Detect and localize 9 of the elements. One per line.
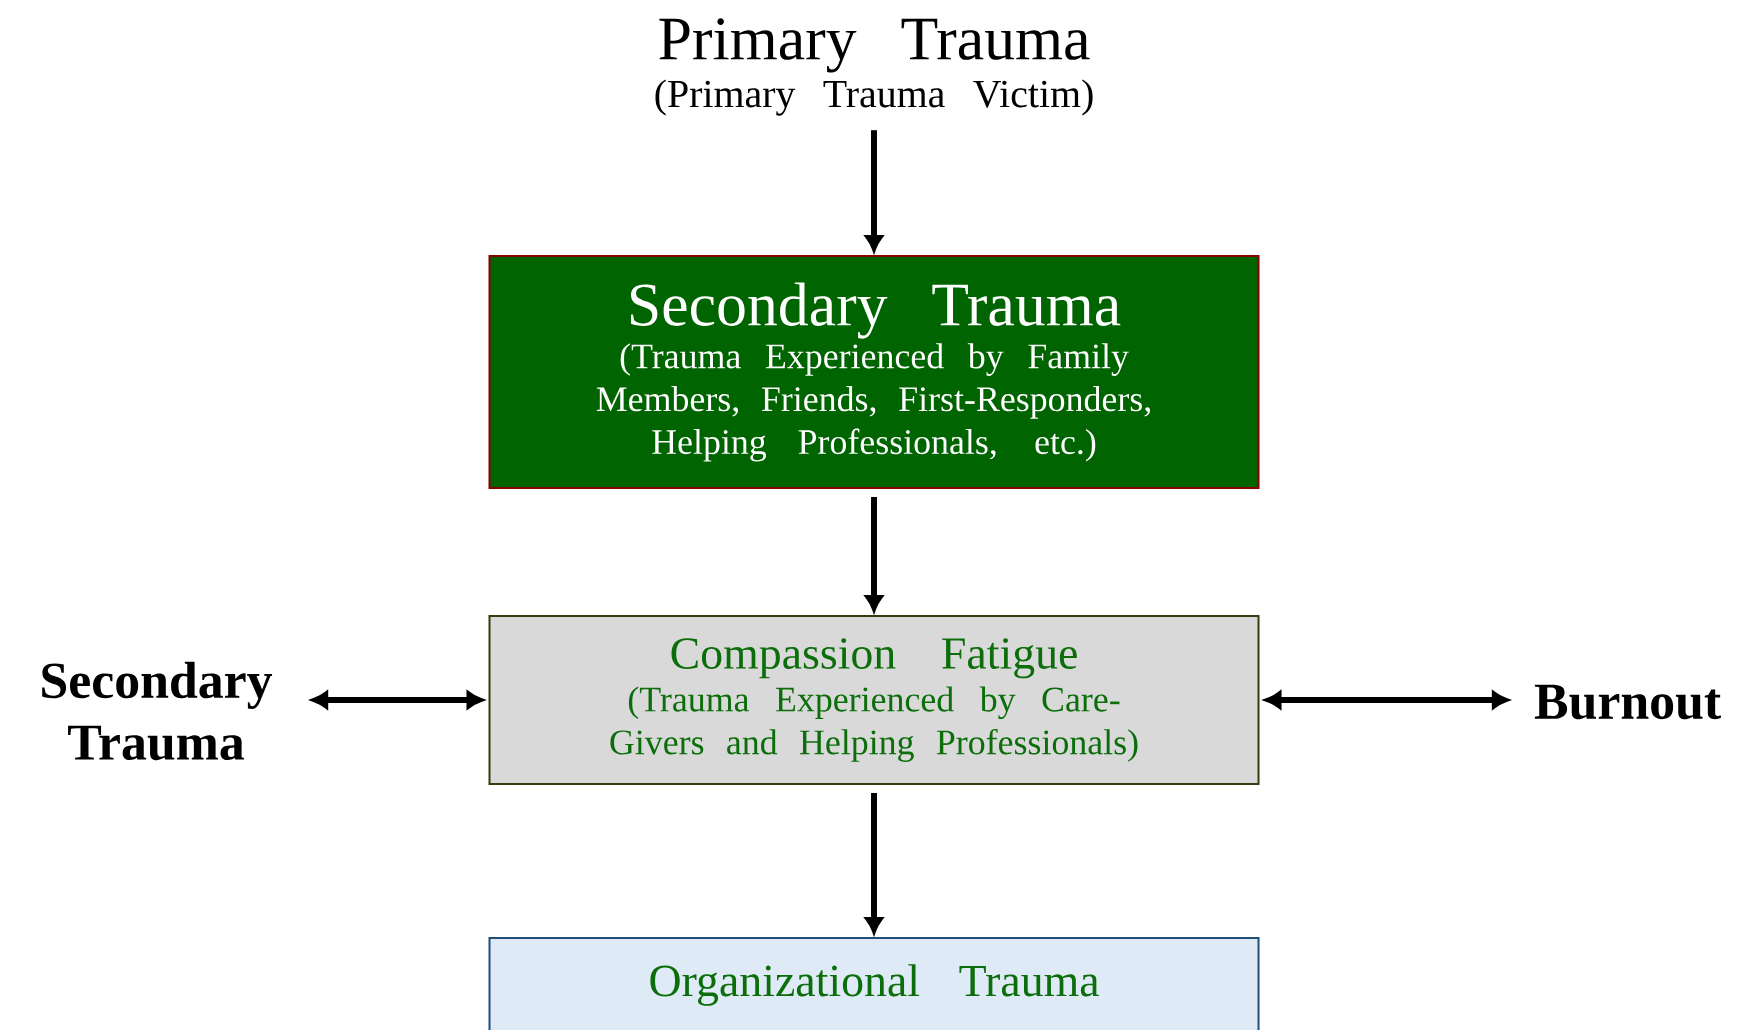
heading-text: Primary Trauma (Primary Trauma Victim) bbox=[655, 18, 1093, 116]
process-box: Secondary Trauma (Trauma Experienced by Family Members, Friends, First-Responders, Helping Professionals, etc.) bbox=[488, 255, 1260, 489]
arrow bbox=[865, 497, 883, 612]
side-label: Burnout bbox=[1534, 684, 1721, 720]
process-box: Compassion Fatigue (Trauma Experienced by Care-Givers and Helping Professionals) bbox=[488, 615, 1260, 785]
arrow bbox=[865, 130, 883, 252]
side-label: Secondary Trauma bbox=[42, 661, 273, 761]
arrow bbox=[865, 793, 883, 934]
process-box: Organizational Trauma bbox=[488, 937, 1260, 1030]
